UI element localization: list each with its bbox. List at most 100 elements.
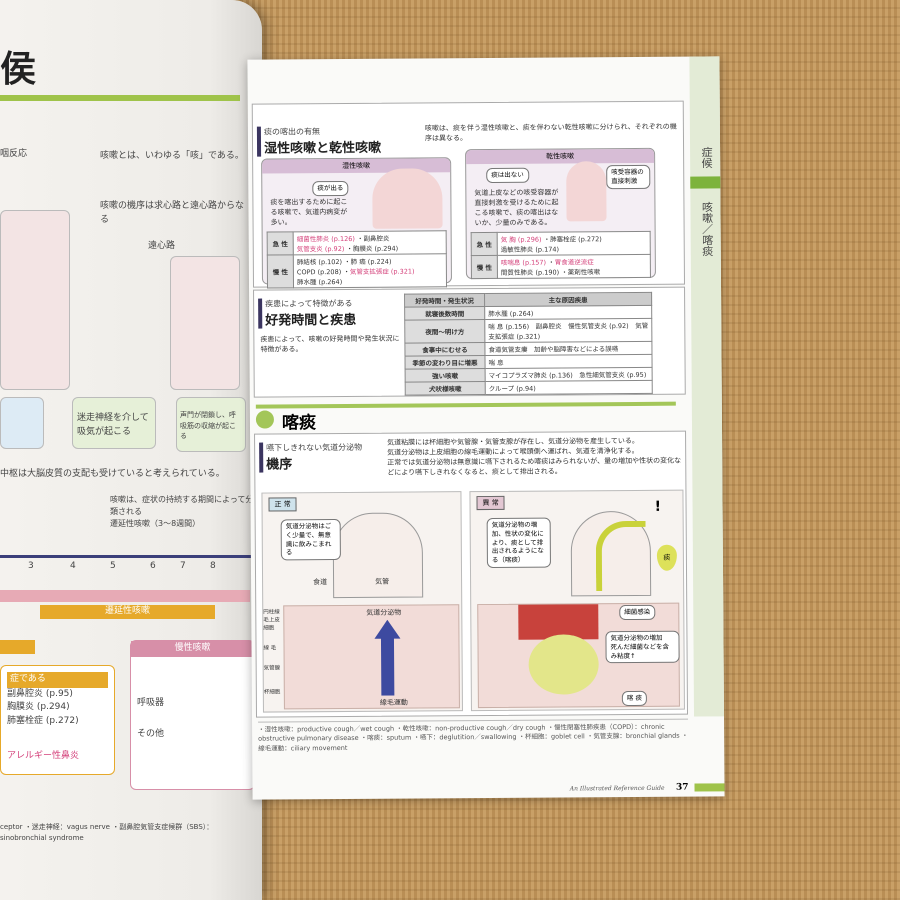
section-heading: 嚥下しきれない気道分泌物 機序: [259, 441, 363, 473]
card-desc: 気道上皮などの咳受容器が直接刺激を受けるために起こる咳嗽で、痰の喀出はないか、少…: [474, 188, 559, 228]
list-item: 胸膜炎 (p.294): [7, 702, 70, 712]
cause-cell: 肺水腫 (p.264): [484, 305, 652, 320]
acute-bar: [0, 640, 35, 654]
page-number: 37: [675, 782, 689, 793]
cause: 肺水腫 (p.264): [296, 278, 343, 287]
section-heading: 痰の喀出の有無 湿性咳嗽と乾性咳嗽: [256, 125, 382, 157]
topic-label: 咳嗽／喀痰: [700, 201, 714, 257]
cause: COPD (p.208): [296, 268, 342, 277]
heading-subtitle: 痰の喀出の有無: [263, 127, 320, 137]
list-item: アレルギー性鼻炎: [7, 751, 80, 761]
cause-cell: 食道気管支瘻 加齢や脳障害などによる誤嚥: [484, 341, 652, 356]
right-page: 症候 咳嗽／喀痰 痰の喀出の有無 湿性咳嗽と乾性咳嗽 咳嗽は、痰を伴う湿性咳嗽と…: [247, 56, 725, 800]
cause: 薬剤性咳嗽: [567, 268, 601, 277]
wet-dry-section: 痰の喀出の有無 湿性咳嗽と乾性咳嗽 咳嗽は、痰を伴う湿性咳嗽と、痰を伴わない乾性…: [251, 100, 686, 289]
tick-label: 6: [150, 561, 156, 571]
card-header: 症である: [7, 672, 108, 688]
timing-cell: 強い咳嗽: [405, 368, 486, 383]
tick-label: 3: [28, 561, 34, 571]
speech-bubble: 気道分泌物はごく少量で、無意識に飲みこまれる: [280, 519, 341, 561]
cause: 咳喘息 (p.157): [500, 258, 547, 267]
left-page: 侯 咽反応 咳嗽とは、いわゆる「咳」である。 咳嗽の機序は求心路と遠心路からなる…: [0, 0, 262, 900]
heading-subtitle: 疾患によって特徴がある: [265, 298, 353, 309]
section-title: 喀痰: [281, 413, 317, 434]
timing-cell: 季節の変わり目に増悪: [404, 355, 486, 370]
cause: 副鼻腔炎: [363, 234, 390, 243]
cilia-flow-label: 線毛運動: [379, 698, 408, 707]
cause-card: 症である 副鼻腔炎 (p.95) 胸膜炎 (p.294) 肺塞栓症 (p.272…: [0, 665, 115, 775]
normal-diagram: 正 常 気道分泌物はごく少量で、無意識に飲みこまれる 食道 気管 気道分泌物 線…: [261, 491, 463, 713]
timeline-axis: [0, 555, 255, 558]
card-desc: 痰を喀出するために起こる咳嗽で、気道内病変が多い。: [270, 197, 348, 227]
cause: 細菌性肺炎 (p.126): [296, 234, 355, 244]
infection-label: 細菌感染: [619, 604, 656, 620]
tab-marker: [690, 176, 721, 189]
row-label: 呼吸器: [137, 697, 165, 708]
cause: 肺結核 (p.102): [296, 258, 343, 267]
abnormal-tag: 異 常: [476, 495, 505, 511]
cause: 気 胸 (p.296): [500, 235, 542, 244]
book-guide-label: An Illustrated Reference Guide: [569, 784, 665, 793]
cause: 過敏性肺炎 (p.174): [500, 245, 560, 254]
row-label: その他: [137, 729, 165, 739]
footnote: ・湿性咳嗽：productive cough／wet cough ・乾性咳嗽：n…: [258, 718, 689, 754]
table-row: 夜間～明け方喘 息 (p.156) 副鼻腔炎 慢性気管支炎 (p.92) 気管支…: [404, 318, 652, 344]
trachea-label: 気管: [375, 577, 390, 586]
timing-section: 疾患によって特徴がある 好発時間と疾患 疾患によって、咳嗽の好発時間や発生状況に…: [253, 286, 686, 398]
list-item: 副鼻腔炎 (p.95): [7, 688, 73, 699]
dry-cough-person-illustration: [566, 161, 607, 222]
coughing-person-illustration: [372, 168, 443, 229]
heading-title: 湿性咳嗽と乾性咳嗽: [263, 140, 382, 157]
cell-label: 円柱線毛上皮細胞: [263, 609, 280, 632]
exclamation-icon: !: [654, 498, 662, 515]
tick-label: 4: [70, 561, 76, 571]
mucus-blob: [528, 634, 599, 695]
speech-bubble: 痰が出る: [312, 180, 349, 196]
cause: 気管支炎 (p.92): [296, 244, 345, 254]
speech-bubble: 気道分泌物の増加、性状の変化により、痰として排出されるようになる（喀痰）: [486, 517, 551, 568]
side-tab: 症候 咳嗽／喀痰: [689, 56, 725, 717]
sputum-path: [595, 520, 647, 592]
esophagus-label: 食道: [313, 578, 328, 587]
anatomy-figure: [0, 210, 70, 390]
bullet: 正常では気道分泌物は無意識に嚥下されるため喀痰はみられないが、量の増加や性状の変…: [387, 456, 682, 478]
left-text: 咳嗽とは、いわゆる「咳」である。: [100, 151, 244, 161]
row-label: 急 性: [471, 232, 498, 256]
page-edge-marker: [694, 783, 725, 792]
timing-table: 好発時間・発生状況主な原因疾患 就寝後数時間肺水腫 (p.264)夜間～明け方喘…: [404, 291, 653, 396]
column-header: 主な原因疾患: [484, 292, 652, 307]
point: 死んだ細菌などを含み粘度↑: [610, 642, 670, 660]
up-arrow-icon: [374, 620, 401, 696]
mechanism-section: 嚥下しきれない気道分泌物 機序 気道粘膜には杯細胞や気管腺・気管支腺が存在し、気…: [254, 430, 689, 718]
step-5: 声門が閉鎖し、呼吸筋の収縮が起こる: [176, 397, 246, 452]
cause: 肺 癌 (p.224): [350, 257, 392, 266]
chest-figure: [170, 256, 240, 390]
section-heading: 疾患によって特徴がある 好発時間と疾患: [258, 297, 357, 329]
cause: 間質性肺炎 (p.190): [500, 268, 560, 277]
card-header: 乾性咳嗽: [466, 148, 655, 165]
left-text: 咳嗽の機序は求心路と遠心路からなる: [100, 201, 245, 225]
left-text: 遷延性咳嗽（3～8週間）: [110, 519, 201, 528]
cause: 気管支拡張症 (p.321): [349, 267, 415, 276]
airway-wall-figure: 気道分泌物 線毛運動: [283, 604, 460, 710]
cause-cell: 喘 息 (p.156) 副鼻腔炎 慢性気管支炎 (p.92) 気管支拡張症 (p…: [484, 318, 652, 343]
cause-cell: クループ (p.94): [485, 380, 653, 395]
normal-tag: 正 常: [268, 497, 297, 512]
prolonged-cough-bar: 遷延性咳嗽: [40, 605, 215, 619]
row-label: 慢 性: [267, 254, 294, 289]
mucus-label: 気道分泌物: [366, 608, 402, 617]
card-header: 慢性咳嗽: [131, 641, 254, 657]
sputum-result-label: 喀 痰: [621, 690, 648, 706]
dry-cough-card: 乾性咳嗽 痰は出ない 咳受容器の直接刺激 気道上皮などの咳受容器が直接刺激を受け…: [465, 147, 656, 280]
speech-bubble: 痰は出ない: [486, 167, 529, 183]
section-dot-icon: [255, 410, 274, 429]
timing-desc: 疾患によって、咳嗽の好発時間や発生状況に特徴がある。: [260, 334, 400, 354]
cell-label: 線 毛: [263, 645, 277, 652]
title-underline: [0, 95, 240, 101]
wet-cough-card: 湿性咳嗽 痰が出る 痰を喀出するために起こる咳嗽で、気道内病変が多い。 急 性細…: [261, 157, 452, 289]
timing-cell: 夜間～明け方: [404, 319, 485, 344]
step-box: [0, 397, 44, 449]
table-row: 犬吠様咳嗽クループ (p.94): [405, 380, 653, 396]
timing-cell: 食事中にむせる: [404, 342, 485, 357]
left-text: 咳嗽は、症状の持続する期間によって分類される: [110, 495, 254, 516]
